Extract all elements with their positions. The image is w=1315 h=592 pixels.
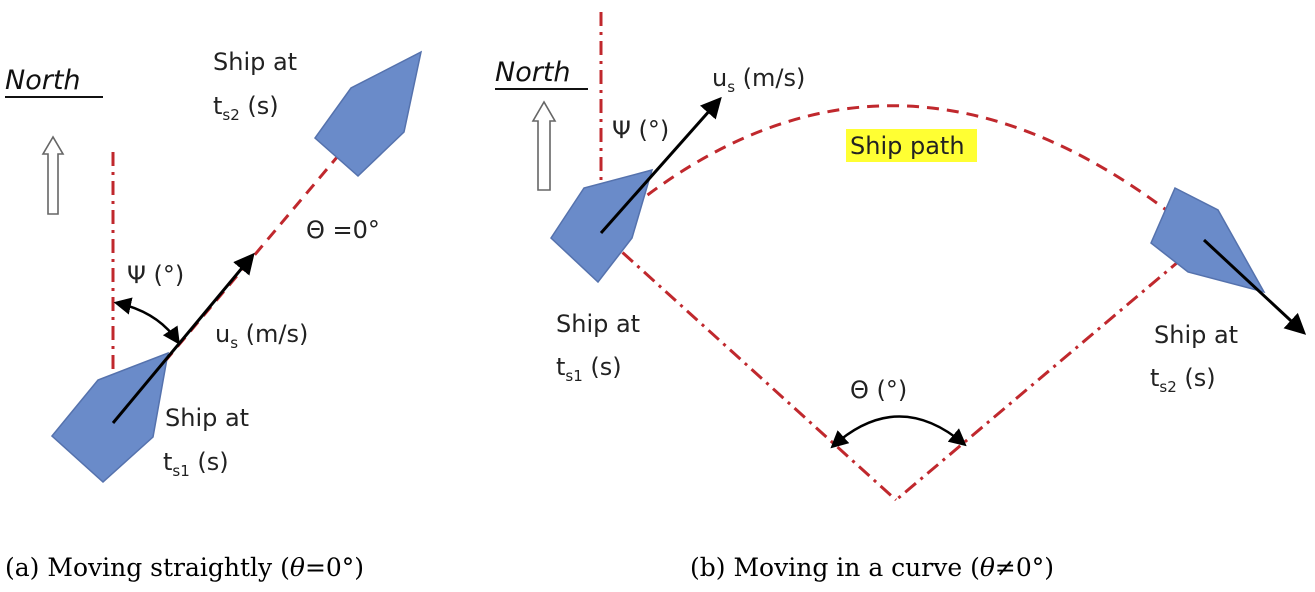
theta-angle-label: Θ (°) [850, 376, 907, 404]
ship-end-time-label-b: ts2 (s) [1150, 364, 1216, 396]
ship-start-label-line1-b: Ship at [556, 310, 640, 338]
ship-start-icon-b [550, 168, 654, 284]
velocity-vector-end [1202, 238, 1307, 335]
turn-angle-arc [830, 415, 967, 449]
heading-angle-arc [113, 297, 180, 345]
curved-ship-path [600, 104, 1205, 242]
panel-a-straight: North Ship at ts2 (s) Θ =0° Ψ (°) us (m/… [5, 48, 423, 582]
north-arrow-icon [41, 135, 65, 215]
panel-b-curve: North Ship path us (m/s) Ψ (°) Ship at t… [495, 12, 1307, 582]
velocity-vector-start [599, 96, 722, 234]
ship-end-label-line1-b: Ship at [1154, 321, 1238, 349]
north-label: North [5, 65, 81, 96]
ship-end-time-label: ts2 (s) [213, 92, 279, 124]
ship-path-label: Ship path [850, 132, 965, 160]
speed-label: us (m/s) [215, 320, 308, 352]
north-label-b: North [495, 57, 571, 88]
theta-zero-label: Θ =0° [306, 216, 380, 244]
ship-end-icon-b [1150, 186, 1266, 294]
north-arrow-icon-b [531, 100, 557, 191]
caption-a: (a) Moving straightly (θ=0°) [5, 553, 364, 582]
ship-start-time-label-b: ts1 (s) [556, 353, 622, 385]
caption-b: (b) Moving in a curve (θ≠0°) [690, 553, 1054, 582]
psi-label-b: Ψ (°) [612, 116, 669, 144]
ship-start-label-line1: Ship at [165, 404, 249, 432]
radius-line-start [599, 231, 898, 502]
ship-end-label-line1: Ship at [213, 48, 297, 76]
psi-label: Ψ (°) [127, 261, 184, 289]
radius-line-end [895, 238, 1205, 502]
ship-end-icon [313, 50, 423, 178]
ship-start-icon [50, 351, 169, 484]
ship-start-time-label: ts1 (s) [163, 448, 229, 480]
speed-label-b: us (m/s) [712, 64, 805, 96]
ship-path-highlight [846, 129, 977, 162]
velocity-vector [111, 252, 255, 424]
